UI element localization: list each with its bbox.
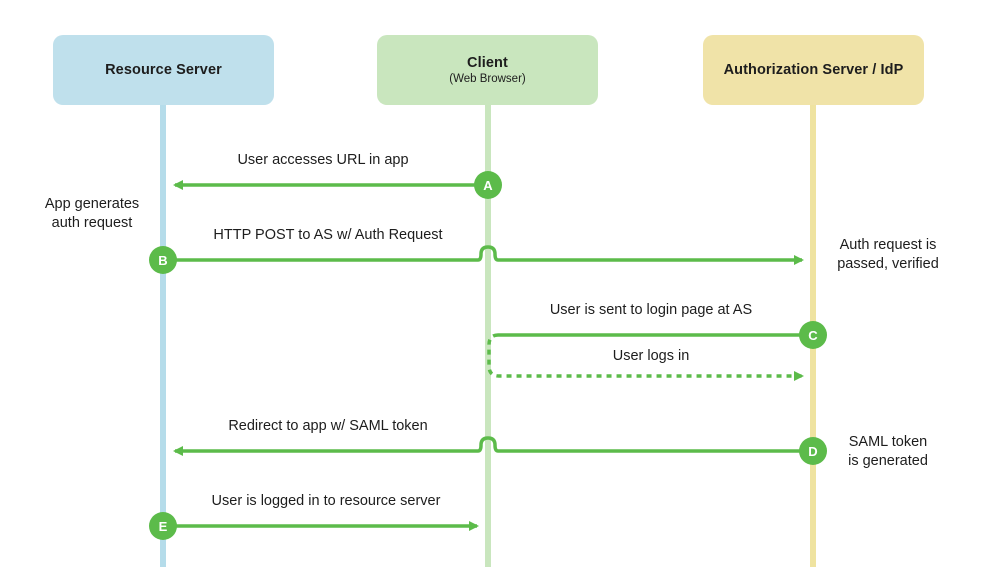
actor-authorization-server: Authorization Server / IdP (703, 35, 924, 105)
actor-client: Client (Web Browser) (377, 35, 598, 105)
message-e-label: User is logged in to resource server (211, 493, 441, 509)
message-d-label: Redirect to app w/ SAML token (228, 418, 428, 434)
message-b-label: HTTP POST to AS w/ Auth Request (213, 227, 443, 243)
message-login-label: User logs in (612, 348, 690, 364)
actor-resource-server-title: Resource Server (105, 62, 222, 78)
badge-b: B (149, 246, 177, 274)
note-auth-request-passed-line1: Auth request is (839, 237, 937, 253)
actor-authorization-server-title: Authorization Server / IdP (723, 62, 904, 78)
note-saml-token-generated-line1: SAML token (848, 434, 928, 450)
badge-c-label: C (808, 328, 818, 343)
note-saml-token-generated: SAML token is generated (848, 433, 928, 471)
badge-e-label: E (159, 519, 168, 534)
note-saml-token-generated-line2: is generated (848, 453, 928, 469)
note-auth-request-passed: Auth request is passed, verified (837, 236, 939, 274)
message-a-label: User accesses URL in app (237, 152, 409, 168)
note-app-generates-line2: auth request (51, 215, 133, 231)
actor-client-title: Client (467, 55, 508, 71)
note-app-generates-line1: App generates (44, 196, 140, 212)
arrow-d (173, 436, 813, 456)
badge-a: A (474, 171, 502, 199)
arrow-b (163, 245, 804, 265)
actor-resource-server: Resource Server (53, 35, 274, 105)
badge-c: C (799, 321, 827, 349)
message-c-label: User is sent to login page at AS (549, 302, 753, 318)
badge-e: E (149, 512, 177, 540)
note-app-generates: App generates auth request (45, 195, 139, 233)
note-auth-request-passed-line2: passed, verified (837, 256, 939, 272)
badge-d: D (799, 437, 827, 465)
actor-client-subtitle: (Web Browser) (449, 73, 526, 85)
badge-d-label: D (808, 444, 817, 459)
badge-a-label: A (483, 178, 493, 193)
badge-b-label: B (158, 253, 167, 268)
